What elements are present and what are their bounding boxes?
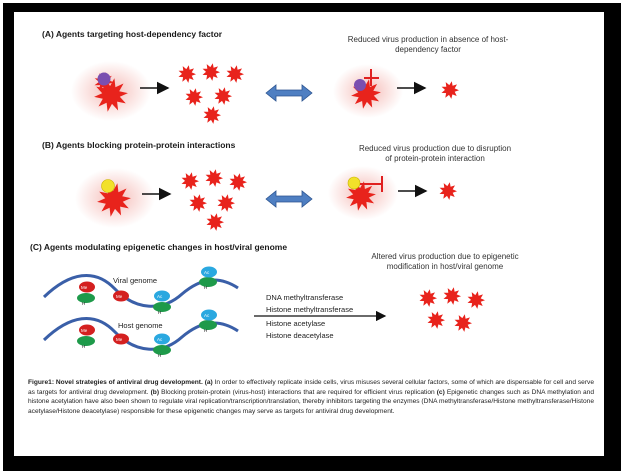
virus-star [178,65,196,83]
virus-star [189,194,207,212]
ac-mark: Ac [157,294,163,299]
viral-genome-label: Viral genome [113,276,158,285]
caption-a-tag: (a) [204,379,213,386]
panel-b-note-line1: Reduced virus production due to disrupti… [358,144,512,153]
histone-label: H [158,310,161,315]
panel-c-title: (C) Agents modulating epigenetic changes… [30,242,288,252]
panel-a-title: (A) Agents targeting host-dependency fac… [42,29,223,39]
histone-complex: Me H [77,324,95,349]
virus-star [226,65,244,83]
virus-star [217,194,235,212]
virus-star [97,183,131,217]
histone-complex: Ac H [153,290,171,315]
histone-complex: Ac H [153,333,171,358]
panel-b-virus-progeny [181,169,247,231]
virus-star [202,63,220,81]
panel-c-virus-progeny [419,287,485,332]
figure-caption: Figure1: Novel strategies of antiviral d… [28,378,594,416]
virus-star [229,173,247,191]
panel-a-virus-progeny [178,63,244,124]
protein-interaction-factor [101,179,115,193]
panel-a-note: Reduced virus production in absence of h… [318,35,538,55]
caption-b-text: Blocking protein-protein (virus-host) in… [159,388,437,396]
me-mark: Me [81,328,88,333]
virus-star [439,182,457,200]
enzyme-label: Histone acetylase [266,319,326,328]
caption-b-tag: (b) [150,388,160,396]
panel-a-note-line2: dependency factor [395,45,461,54]
virus-star [94,78,128,112]
double-arrow [265,84,313,102]
virus-star [346,181,376,211]
histone-label: H [158,353,161,358]
virus-star [185,88,203,106]
histone-complex: Ac H [199,309,217,333]
enzyme-label: Histone methyltransferase [266,305,354,314]
panel-c-note: Altered virus production due to epigenet… [335,252,555,272]
me-mark: Me [116,294,123,299]
panel-c-note-line2: modification in host/viral genome [386,262,504,271]
histone-complex: Me [113,290,129,302]
virus-star [467,291,485,309]
histone-complex: Me [113,333,129,345]
histone-label: H [82,344,85,349]
double-arrow [265,190,313,208]
histone-complex: Ac H [199,266,217,290]
histone-label: H [204,328,207,333]
panel-b-title: (B) Agents blocking protein-protein inte… [42,140,236,150]
host-genome-label: Host genome [118,321,163,330]
me-mark: Me [81,285,88,290]
caption-c-text: Epigenetic changes such as DNA methylati… [28,388,594,415]
host-dependency-factor [354,79,366,91]
virus-star [214,87,232,105]
ac-mark: Ac [204,313,210,318]
caption-lead: Figure1: Novel strategies of antiviral d… [28,379,203,386]
virus-star [454,314,472,332]
panel-b-note-line2: of protein-protein interaction [385,154,485,163]
enzyme-label: DNA methyltransferase [266,293,344,302]
virus-star [205,169,223,187]
caption-c-tag: (c) [436,388,445,396]
virus-star [351,79,381,109]
panel-b-inhibited-cell [328,166,398,220]
virus-star [427,311,445,329]
panel-a-infected-cell [71,61,151,121]
protein-interaction-factor [347,176,361,190]
histone-complex: Me H [77,281,95,306]
histone-label: H [204,285,207,290]
caption-a-text: In order to effectively replicate inside… [28,379,594,396]
ac-mark: Ac [204,270,210,275]
virus-star [203,106,221,124]
virus-star [206,213,224,231]
virus-star [181,172,199,190]
virus-star [443,287,461,305]
virus-star [419,289,437,307]
panel-a-note-line1: Reduced virus production in absence of h… [347,35,509,44]
ac-mark: Ac [157,337,163,342]
panel-c-note-line1: Altered virus production due to epigenet… [371,252,519,261]
panel-b-infected-cell [75,168,155,228]
enzyme-label: Histone deacetylase [266,331,334,340]
panel-a-inhibited-cell [333,64,403,118]
panel-b-note: Reduced virus production due to disrupti… [325,144,545,164]
host-dependency-factor [97,72,111,86]
histone-label: H [82,301,85,306]
me-mark: Me [116,337,123,342]
virus-star [441,81,459,99]
